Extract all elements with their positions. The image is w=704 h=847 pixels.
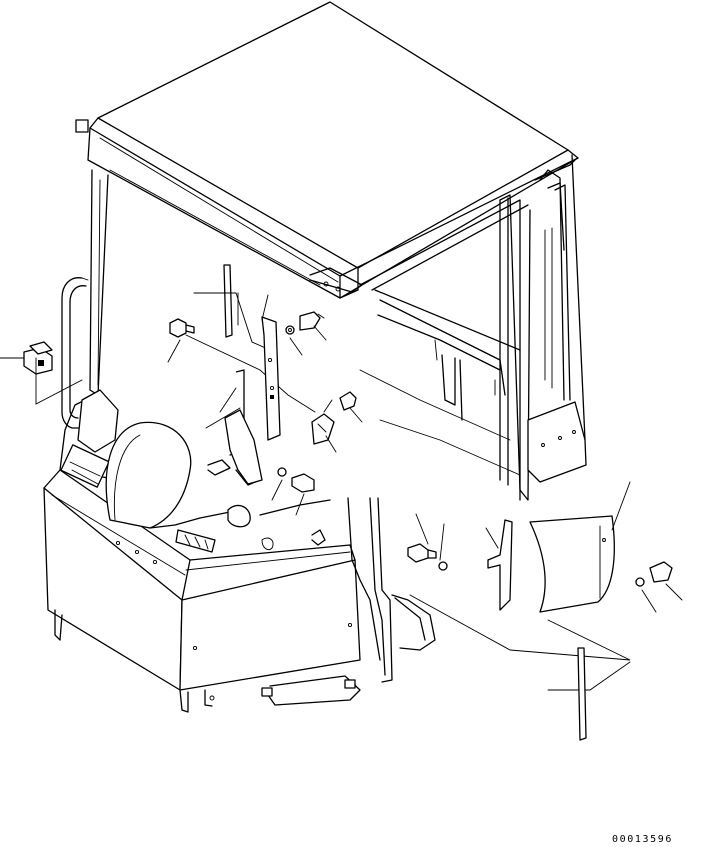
cab-roof (75, 1, 579, 299)
left-handrail (61, 277, 89, 429)
bracket-group-upper (167, 264, 363, 516)
dashboard-console (43, 389, 361, 713)
rear-window-frame (499, 182, 565, 486)
drawing-number: 00013596 (612, 834, 673, 845)
bracket-group-right (407, 481, 683, 741)
switch-part (0, 341, 83, 405)
cab-frame (89, 154, 587, 501)
door-step (261, 497, 436, 706)
